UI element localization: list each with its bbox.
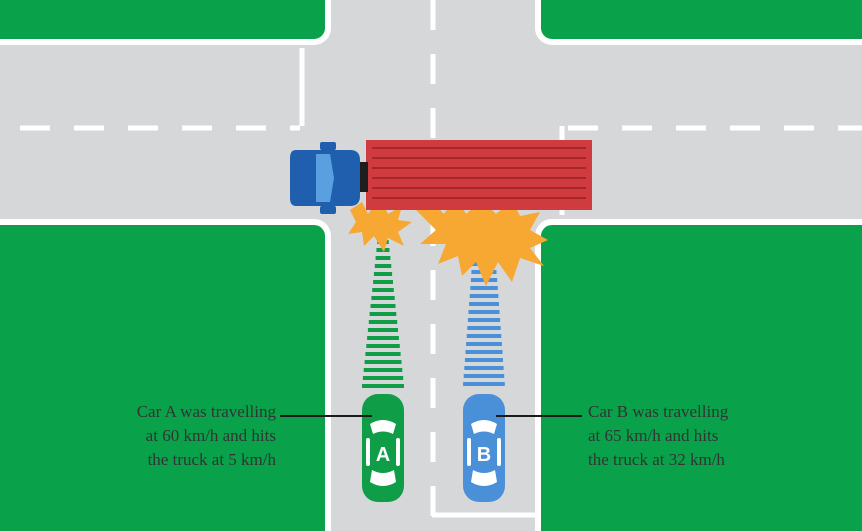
car-a-callout-line: at 60 km/h and hits <box>96 424 276 448</box>
grass-top-right <box>538 0 862 42</box>
car-a-callout: Car A was travelling at 60 km/h and hits… <box>96 400 276 472</box>
speed-trail-bar <box>376 256 391 260</box>
speed-trail-bar <box>463 382 505 386</box>
speed-trail-bar <box>371 304 396 308</box>
car-a-icon: A <box>362 394 404 502</box>
speed-trail-bar <box>364 368 403 372</box>
car-b-callout-line: at 65 km/h and hits <box>588 424 808 448</box>
car-a-side-right <box>396 438 400 466</box>
speed-trail-bar <box>464 374 505 378</box>
car-a-letter: A <box>376 444 390 466</box>
speed-trail-bar <box>368 328 398 332</box>
speed-trail-bar <box>468 318 500 322</box>
speed-trail-bar <box>375 264 392 268</box>
car-b-side-right <box>497 438 501 466</box>
speed-trail-bar <box>365 352 400 356</box>
speed-trail-bar <box>374 272 392 276</box>
speed-trail-bar <box>367 336 399 340</box>
car-b-callout-line: the truck at 32 km/h <box>588 448 808 472</box>
car-b-letter: B <box>477 444 491 466</box>
grass-top-left <box>0 0 328 42</box>
speed-trail-bar <box>470 286 498 290</box>
speed-trail-bar <box>373 280 393 284</box>
car-a-callout-line: the truck at 5 km/h <box>96 448 276 472</box>
speed-trail-bar <box>465 358 503 362</box>
car-a-side-left <box>366 438 370 466</box>
truck-mirror-top <box>320 142 336 150</box>
speed-trail-bar <box>371 296 394 300</box>
speed-trail-bar <box>366 344 400 348</box>
speed-trail-bar <box>466 342 502 346</box>
speed-trail-bar <box>372 288 394 292</box>
speed-trail-bar <box>470 294 499 298</box>
speed-trail-bar <box>362 384 404 388</box>
speed-trail-bar <box>370 312 397 316</box>
grass-bottom-right <box>538 222 862 531</box>
speed-trail-bar <box>369 320 397 324</box>
car-b-callout: Car B was travelling at 65 km/h and hits… <box>588 400 808 472</box>
speed-trail-bar <box>469 310 500 314</box>
car-b-icon: B <box>463 394 505 502</box>
speed-trail-bar <box>365 360 402 364</box>
speed-trail-bar <box>466 350 503 354</box>
speed-trail-bar <box>467 334 502 338</box>
speed-trail-bar <box>464 366 503 370</box>
car-a-callout-line: Car A was travelling <box>96 400 276 424</box>
speed-trail-bar <box>467 326 500 330</box>
truck-icon <box>290 140 592 214</box>
truck-mirror-bottom <box>320 206 336 214</box>
car-b-callout-line: Car B was travelling <box>588 400 808 424</box>
grass-bottom-left <box>0 222 328 531</box>
speed-trail-bar <box>363 376 403 380</box>
truck-trailer <box>366 140 592 210</box>
car-b-side-left <box>467 438 471 466</box>
speed-trail-bar <box>469 302 499 306</box>
